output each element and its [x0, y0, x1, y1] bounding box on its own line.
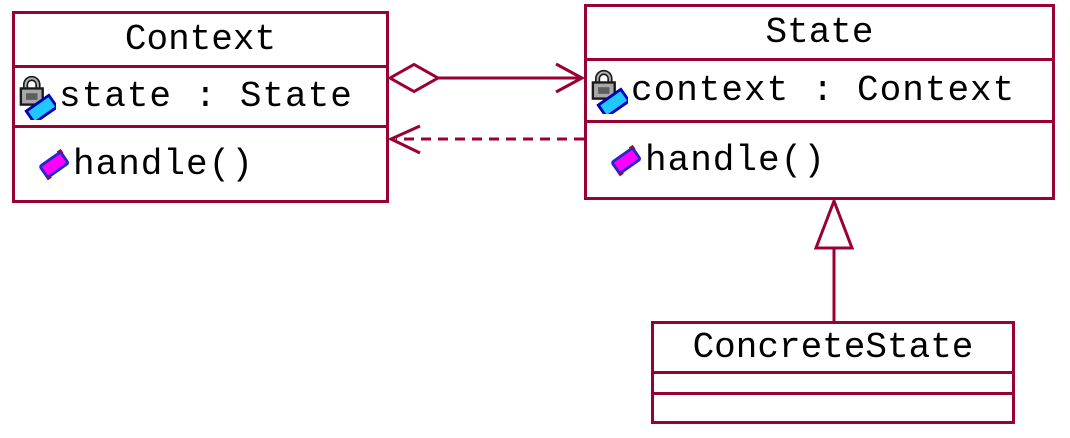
public-operation-book-icon: [39, 147, 70, 182]
class-box-context: Context state : State: [12, 11, 389, 203]
class-box-concretestate: ConcreteState: [651, 321, 1015, 424]
attributes-compartment-empty: [654, 374, 1012, 395]
dependency-connector: [387, 124, 584, 155]
class-name-context: Context: [15, 14, 386, 68]
operation-row: handle(): [15, 128, 386, 200]
operation-row: handle(): [587, 123, 1052, 197]
aggregation-connector: [386, 62, 586, 94]
attribute-label: state : State: [59, 76, 353, 117]
attributes-compartment: state : State: [15, 68, 386, 128]
class-name-state: State: [587, 7, 1052, 61]
private-attribute-lock-book-icon: [18, 74, 56, 120]
operation-label: handle(): [645, 139, 826, 181]
open-arrowhead-icon: [555, 62, 586, 94]
attributes-compartment: context : Context: [587, 61, 1052, 123]
aggregation-diamond-icon: [386, 62, 442, 94]
generalization-connector: [813, 196, 855, 322]
attribute-row: context : Context: [587, 61, 1052, 120]
attribute-label: context : Context: [631, 70, 1016, 111]
operations-compartment: handle(): [15, 128, 386, 200]
operations-compartment: handle(): [587, 123, 1052, 197]
operation-label: handle(): [73, 143, 254, 185]
attribute-row: state : State: [15, 68, 386, 125]
private-attribute-lock-book-icon: [590, 68, 628, 114]
generalization-triangle-icon: [813, 196, 855, 250]
public-operation-book-icon: [611, 143, 642, 178]
class-name-concretestate: ConcreteState: [654, 324, 1012, 374]
class-box-state: State context : Context: [584, 4, 1055, 200]
open-arrowhead-icon: [387, 124, 421, 155]
operations-compartment-empty: [654, 395, 1012, 421]
